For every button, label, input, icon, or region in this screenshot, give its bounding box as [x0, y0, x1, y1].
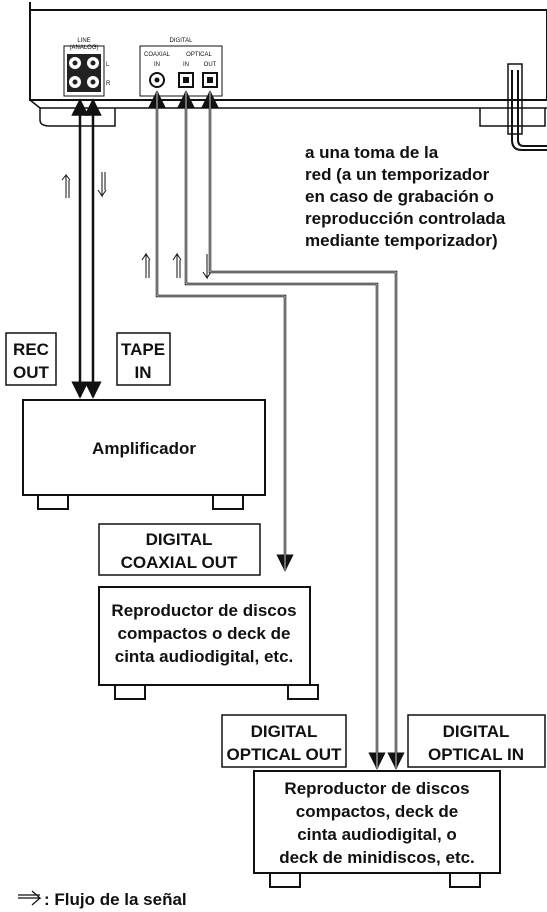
line-label: LINE	[77, 38, 90, 44]
power-note: a una toma de la red (a un temporizador …	[305, 143, 506, 250]
optical-out-label: OUT	[204, 62, 217, 68]
digital-optical-in-label: DIGITAL OPTICAL IN	[407, 714, 546, 768]
amplifier-label: Amplificador	[92, 439, 196, 458]
signal-flow-arrow-icon	[18, 890, 42, 906]
md-deck-foot	[449, 872, 481, 888]
digital-jacks: DIGITAL COAXIAL OPTICAL IN IN OUT	[139, 38, 223, 97]
digital-optical-out-line: OPTICAL OUT	[227, 745, 343, 764]
digital-coaxial-out-label: DIGITAL COAXIAL OUT	[98, 523, 261, 576]
power-note-line: mediante temporizador)	[305, 231, 498, 250]
cd-player-foot	[287, 684, 319, 700]
l-label: L	[106, 62, 110, 68]
rec-out-label: REC OUT	[5, 332, 57, 386]
cables	[71, 90, 405, 770]
cd-player-line: Reproductor de discos	[111, 601, 296, 620]
legend: : Flujo de la señal	[18, 890, 187, 909]
optical-in-label: IN	[183, 62, 189, 68]
amplifier-foot	[37, 494, 69, 510]
tape-in-line: IN	[135, 363, 152, 382]
digital-optical-out-label: DIGITAL OPTICAL OUT	[221, 714, 347, 768]
cd-player-foot	[114, 684, 146, 700]
digital-coaxial-out-line: COAXIAL OUT	[121, 553, 238, 572]
power-note-line: a una toma de la	[305, 143, 439, 162]
rec-out-line: REC	[13, 340, 49, 359]
r-label: R	[106, 81, 111, 87]
signal-up-arrow-icon	[61, 173, 71, 198]
md-deck-foot	[269, 872, 301, 888]
line-analog-jacks: LINE (ANALOG) L R	[63, 38, 111, 97]
digital-panel-label: DIGITAL	[170, 38, 194, 44]
digital-optical-in-line: OPTICAL IN	[428, 745, 524, 764]
power-note-line: red (a un temporizador	[305, 165, 490, 184]
tape-in-label: TAPE IN	[116, 332, 171, 386]
cd-player-line: compactos o deck de	[118, 624, 291, 643]
md-deck-line: cinta audiodigital, o	[297, 825, 457, 844]
md-deck-line: compactos, deck de	[296, 802, 459, 821]
md-deck-box: Reproductor de discos compactos, deck de…	[253, 770, 501, 888]
digital-coaxial-out-line: DIGITAL	[146, 530, 213, 549]
tape-in-line: TAPE	[121, 340, 165, 359]
optical-label: OPTICAL	[186, 52, 212, 58]
rec-out-line: OUT	[13, 363, 50, 382]
amplifier-box: Amplificador	[22, 399, 266, 510]
cd-player-line: cinta audiodigital, etc.	[115, 647, 294, 666]
coaxial-in-label: IN	[154, 62, 160, 68]
signal-flow-arrows	[61, 172, 212, 280]
legend-text: : Flujo de la señal	[44, 890, 187, 909]
md-deck-line: deck de minidiscos, etc.	[279, 848, 475, 867]
power-note-line: en caso de grabación o	[305, 187, 494, 206]
digital-optical-out-line: DIGITAL	[251, 722, 318, 741]
analog-label: (ANALOG)	[69, 45, 98, 51]
power-note-line: reproducción controlada	[305, 209, 506, 228]
md-deck-line: Reproductor de discos	[284, 779, 469, 798]
coaxial-label: COAXIAL	[144, 52, 171, 58]
digital-optical-in-line: DIGITAL	[443, 722, 510, 741]
power-cord	[507, 63, 547, 151]
deck-foot-left	[39, 108, 116, 127]
cd-player-box: Reproductor de discos compactos o deck d…	[98, 586, 319, 700]
amplifier-foot	[212, 494, 244, 510]
